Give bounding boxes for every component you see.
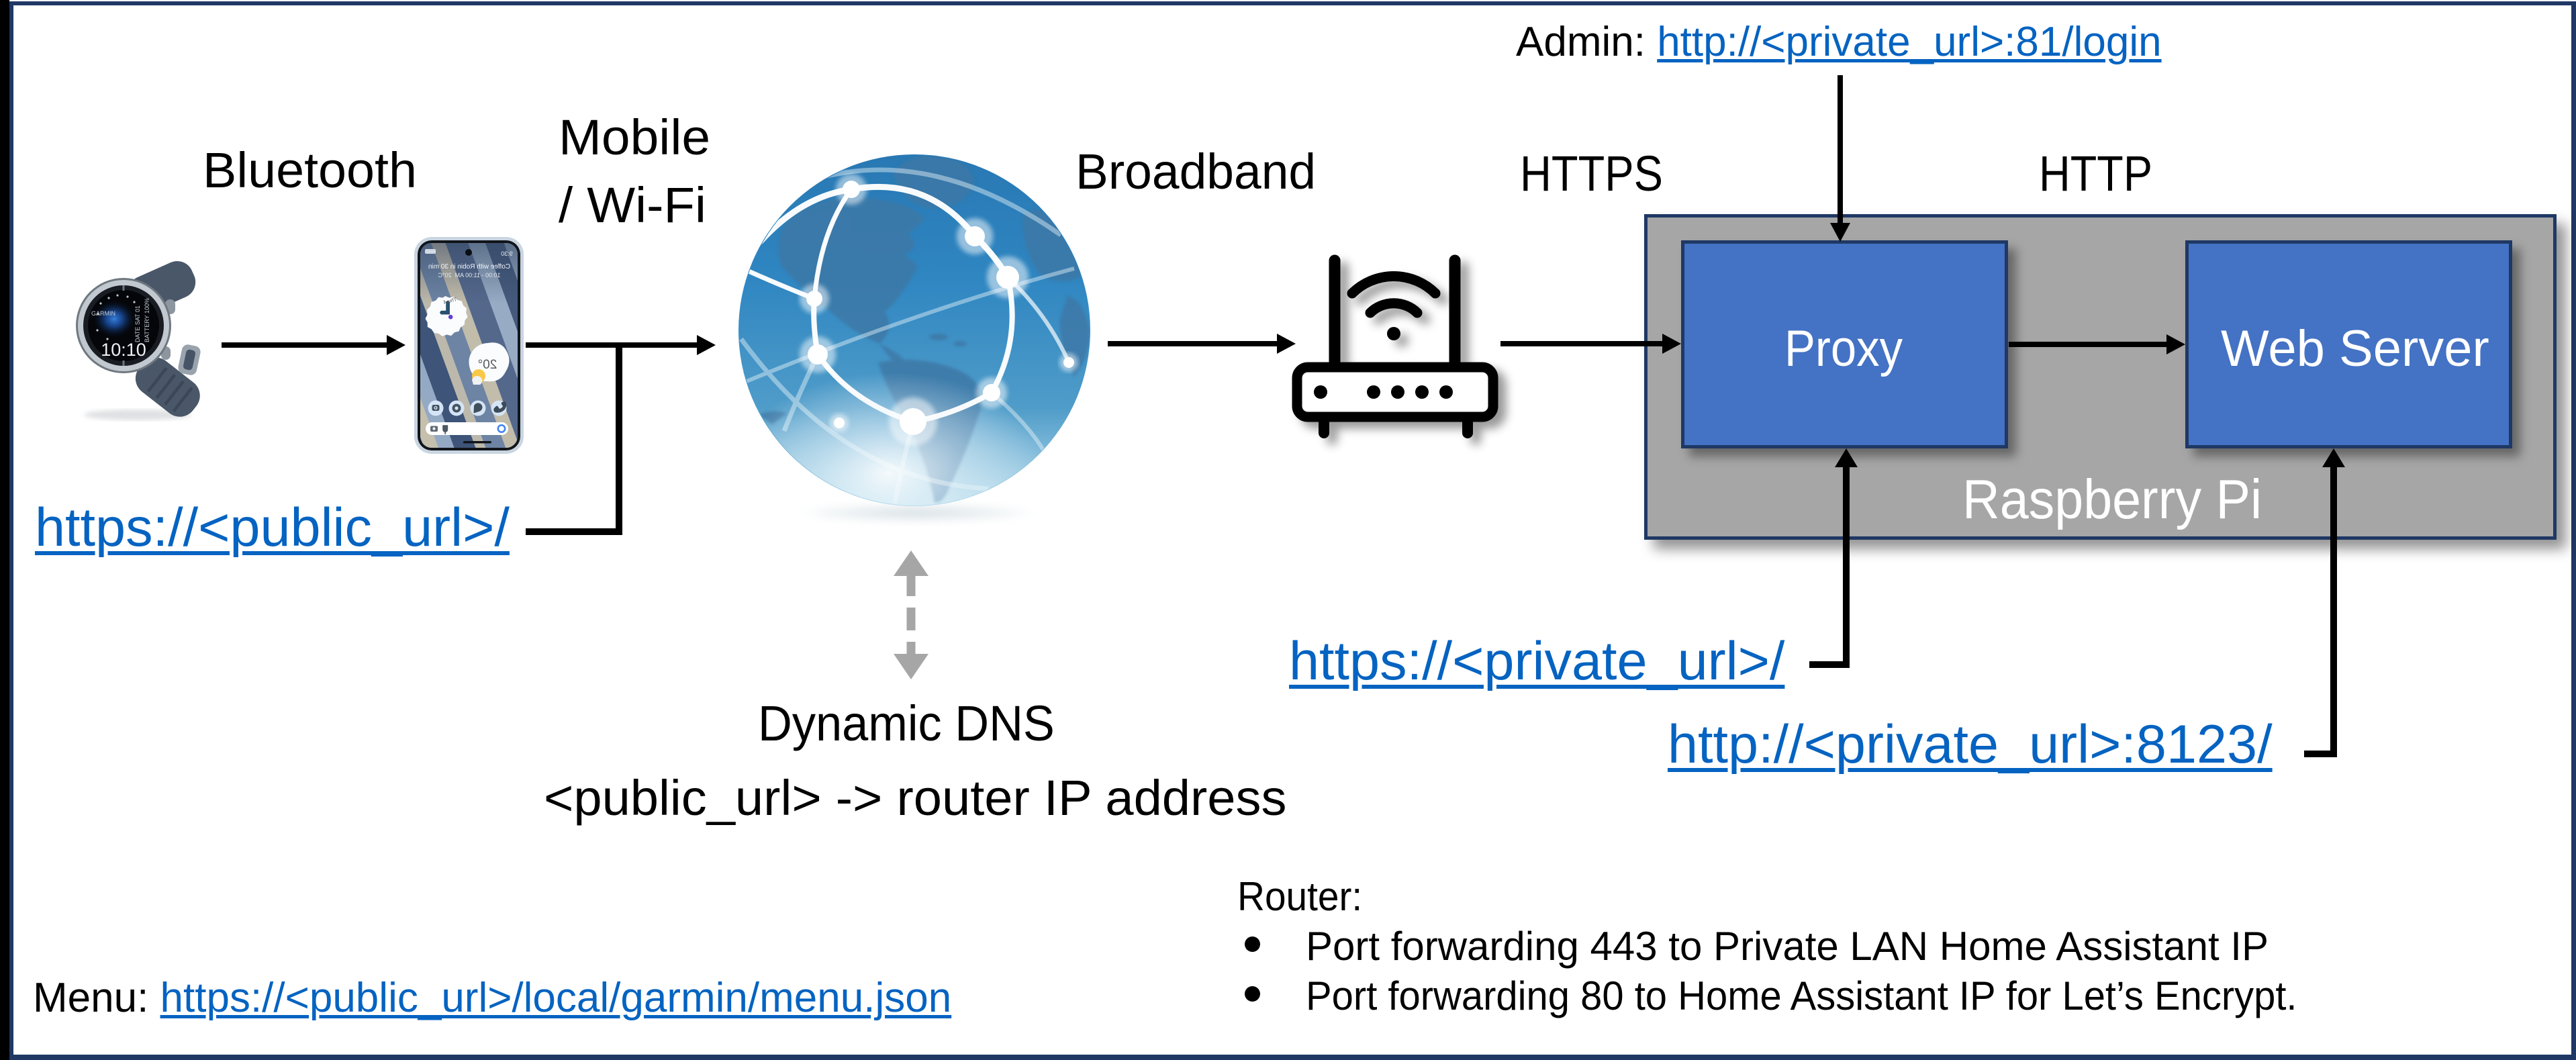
svg-text:DATE SAT 01: DATE SAT 01 bbox=[134, 305, 141, 342]
svg-text:Coffee with Robin in 30 min: Coffee with Robin in 30 min bbox=[428, 263, 510, 271]
svg-text:10:00 - 11:00 AM 20°C: 10:00 - 11:00 AM 20°C bbox=[438, 272, 500, 279]
svg-text:9:30: 9:30 bbox=[501, 250, 513, 257]
svg-text:BATTERY 100%: BATTERY 100% bbox=[144, 298, 150, 342]
svg-text:GARMIN: GARMIN bbox=[91, 310, 115, 317]
svg-text:10:10: 10:10 bbox=[101, 340, 146, 360]
svg-text:20°: 20° bbox=[478, 358, 497, 372]
